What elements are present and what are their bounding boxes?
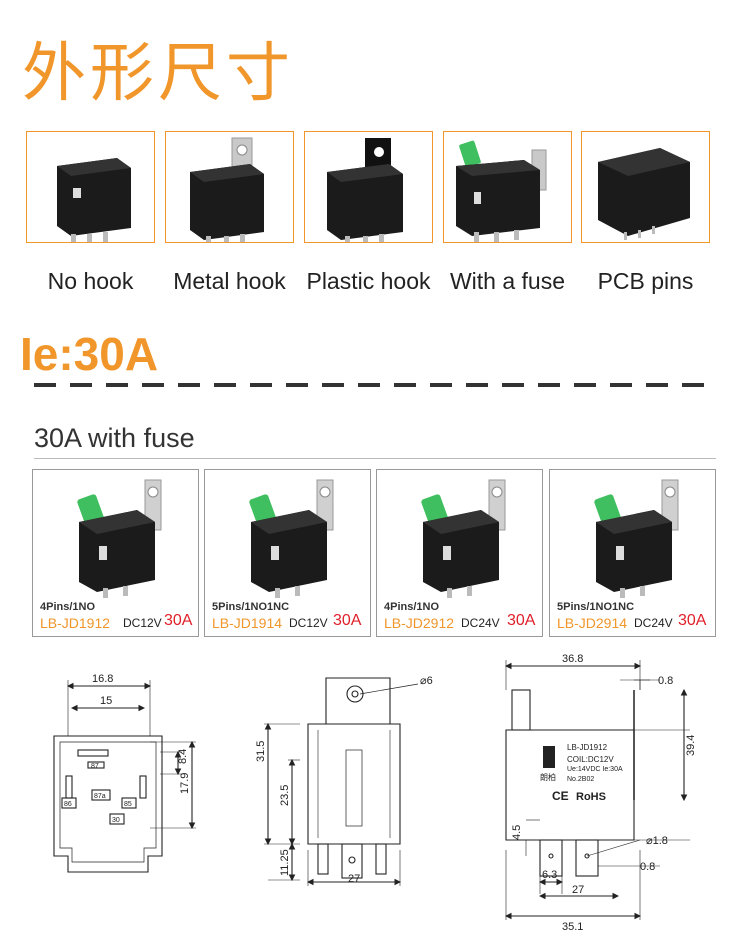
product-voltage: DC12V	[289, 616, 328, 630]
product-card: 4Pins/1NO LB-JD1912 DC12V 30A	[32, 469, 199, 637]
relay-fuse-image	[421, 479, 506, 598]
dim-front-height: 39.4	[685, 735, 697, 756]
dim-bottom-height-long: 17.9	[179, 773, 191, 794]
product-current: 30A	[507, 612, 536, 629]
dim-bottom-width-inner: 15	[100, 695, 112, 707]
product-pins: 5Pins/1NO1NC	[557, 601, 635, 613]
dim-front-pin-width: 6.3	[542, 869, 557, 881]
front-relay-rohs: RoHS	[576, 791, 606, 803]
product-model: LB-JD1914	[212, 615, 283, 631]
dim-front-pin-thickness: 0.8	[640, 861, 655, 873]
variant-label-no-hook: No hook	[47, 268, 134, 294]
relay-plastic-hook-image	[327, 138, 403, 242]
product-card: 4Pins/1NO LB-JD2912 DC24V 30A	[376, 469, 543, 637]
front-relay-rating: Ue:14VDC Ie:30A	[567, 766, 623, 773]
pin-label-85: 85	[124, 801, 132, 808]
pin-label-87a: 87a	[94, 793, 106, 800]
product-voltage: DC24V	[634, 616, 673, 630]
variant-label-with-fuse: With a fuse	[449, 268, 566, 294]
dim-front-pin-span: 27	[572, 884, 584, 896]
dim-bottom-width-outer: 16.8	[92, 673, 113, 685]
product-model: LB-JD1912	[40, 615, 111, 631]
relay-with-fuse-image	[456, 140, 547, 242]
relay-metal-hook-image	[190, 137, 264, 242]
dim-front-width-bottom: 35.1	[562, 921, 583, 933]
section-subtitle: 30A with fuse	[34, 423, 195, 453]
product-model: LB-JD2914	[557, 615, 628, 631]
section-title: Ie:30A	[20, 328, 159, 380]
side-view-drawing	[264, 677, 419, 886]
dim-bottom-height-short: 8.4	[177, 749, 189, 764]
relay-no-hook-image	[57, 158, 131, 242]
brand-logo-icon	[543, 746, 555, 768]
relay-pcb-pins-image	[598, 148, 690, 240]
dim-front-pin-offset: 4.5	[511, 825, 523, 840]
relay-fuse-image	[77, 479, 162, 598]
product-model: LB-JD2912	[384, 615, 455, 631]
variant-card-pcb-pins	[581, 131, 710, 243]
variant-label-plastic-hook: Plastic hook	[306, 268, 431, 294]
bottom-view-drawing	[53, 680, 196, 873]
front-relay-number: No.2B02	[567, 776, 594, 783]
front-relay-ce: CE	[552, 789, 569, 803]
dim-front-bracket-thickness: 0.8	[658, 675, 673, 687]
variant-card-plastic-hook	[304, 131, 433, 243]
product-voltage: DC24V	[461, 616, 500, 630]
product-card: 5Pins/1NO1NC LB-JD2914 DC24V 30A	[549, 469, 716, 637]
dim-front-width-top: 36.8	[562, 653, 583, 665]
product-pins: 5Pins/1NO1NC	[212, 601, 290, 613]
dim-side-height-body: 23.5	[279, 785, 291, 806]
relay-fuse-image	[249, 479, 334, 598]
product-current: 30A	[678, 612, 707, 629]
pin-label-86: 86	[64, 801, 72, 808]
relay-fuse-image	[594, 479, 679, 598]
variant-label-metal-hook: Metal hook	[173, 268, 286, 294]
dim-side-hole: ⌀6	[420, 675, 433, 687]
product-pins: 4Pins/1NO	[384, 601, 440, 613]
product-current: 30A	[333, 612, 362, 629]
variant-card-no-hook	[26, 131, 155, 243]
dim-front-pin-hole: ⌀1.8	[646, 835, 668, 847]
pin-label-87: 87	[91, 763, 99, 770]
product-pins: 4Pins/1NO	[40, 601, 96, 613]
dim-side-pin-length: 11.25	[279, 849, 291, 876]
front-relay-brand: 朗柏	[540, 772, 556, 782]
product-voltage: DC12V	[123, 616, 162, 630]
variant-card-metal-hook	[165, 131, 294, 243]
variant-card-with-fuse	[443, 131, 572, 243]
front-view-drawing	[504, 660, 690, 920]
subtitle-underline	[34, 458, 716, 459]
product-current: 30A	[164, 612, 193, 629]
dim-side-width: 27	[348, 873, 360, 885]
dim-side-height-total: 31.5	[255, 741, 267, 762]
variant-label-pcb-pins: PCB pins	[597, 268, 694, 294]
technical-drawings: 16.8 15 8.4 17.9 87 87a 86 85 30 ⌀6 31.5…	[53, 653, 697, 933]
pin-label-30: 30	[112, 817, 120, 824]
page-title-cn: 外形尺寸	[22, 37, 294, 111]
dashed-divider	[34, 383, 716, 387]
front-relay-model: LB-JD1912	[567, 743, 608, 752]
product-card: 5Pins/1NO1NC LB-JD1914 DC12V 30A	[204, 469, 371, 637]
front-relay-coil: COIL:DC12V	[567, 755, 614, 764]
